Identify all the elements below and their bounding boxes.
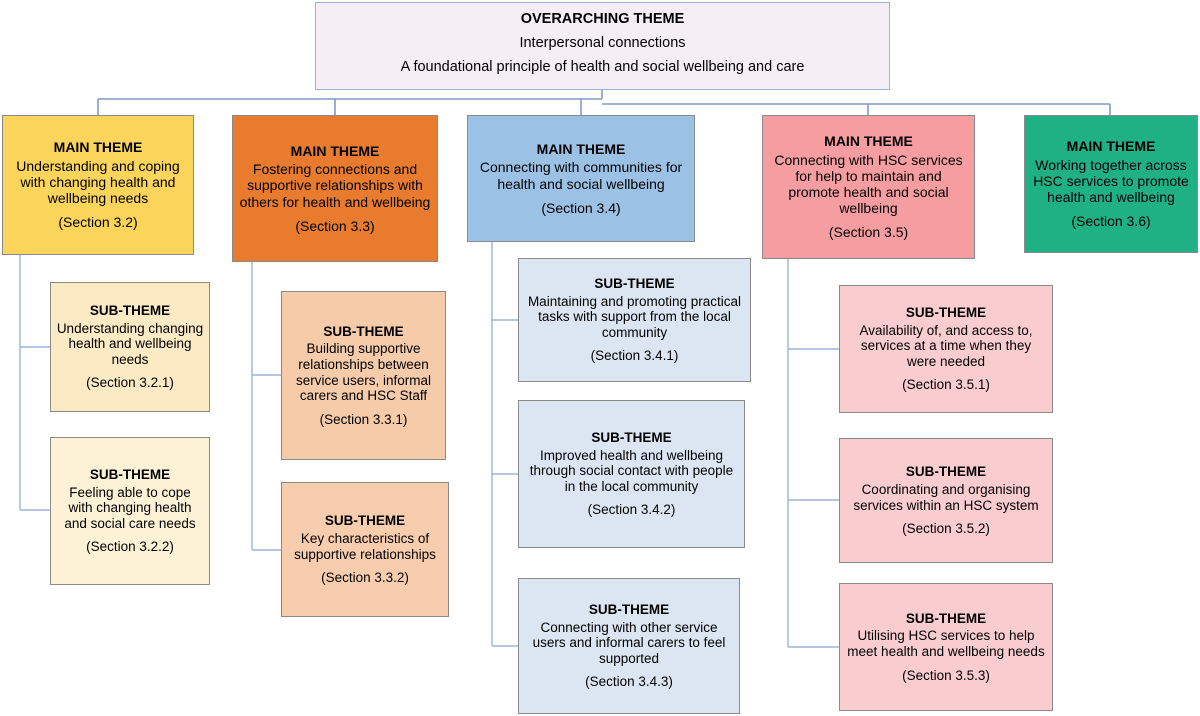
main-theme-box-1: MAIN THEME Understanding and coping with… xyxy=(2,115,194,255)
sub-theme-text-3-2-2: Feeling able to cope with changing healt… xyxy=(64,484,196,531)
sub-theme-box-3-3-1: SUB-THEME Building supportive relationsh… xyxy=(281,291,446,460)
sub-theme-header-3-2-2: SUB-THEME xyxy=(89,466,171,482)
sub-theme-header-3-5-3: SUB-THEME xyxy=(905,610,987,626)
main-theme-box-4: MAIN THEME Connecting with HSC services … xyxy=(762,115,975,259)
sub-theme-box-3-3-2: SUB-THEME Key characteristics of support… xyxy=(281,482,449,617)
sub-theme-section-3-4-1: (Section 3.4.1) xyxy=(590,348,679,364)
main-theme-section-2: (Section 3.3) xyxy=(295,217,375,234)
main-theme-text-2: Fostering connections and supportive rel… xyxy=(239,161,431,210)
sub-theme-section-3-2-2: (Section 3.2.2) xyxy=(86,539,174,555)
sub-theme-text-3-4-2: Improved health and wellbeing through so… xyxy=(529,447,734,494)
main-theme-text-5: Working together across HSC services to … xyxy=(1033,156,1189,206)
sub-theme-section-3-3-1: (Section 3.3.1) xyxy=(319,411,408,427)
sub-theme-box-3-5-3: SUB-THEME Utilising HSC services to help… xyxy=(839,583,1053,711)
sub-theme-header-3-5-2: SUB-THEME xyxy=(905,464,987,480)
main-theme-header-5: MAIN THEME xyxy=(1066,138,1156,155)
main-theme-section-3: (Section 3.4) xyxy=(541,199,621,216)
sub-theme-box-3-4-2: SUB-THEME Improved health and wellbeing … xyxy=(518,400,745,548)
main-theme-header-1: MAIN THEME xyxy=(53,139,143,156)
sub-theme-text-3-3-1: Building supportive relationships betwee… xyxy=(295,341,432,404)
main-theme-text-1: Understanding and coping with changing h… xyxy=(16,157,180,207)
main-theme-header-2: MAIN THEME xyxy=(290,142,380,159)
main-theme-section-5: (Section 3.6) xyxy=(1071,213,1151,230)
sub-theme-section-3-2-1: (Section 3.2.1) xyxy=(86,375,174,391)
sub-theme-box-3-2-2: SUB-THEME Feeling able to cope with chan… xyxy=(50,437,210,585)
main-theme-box-5: MAIN THEME Working together across HSC s… xyxy=(1024,115,1198,253)
sub-theme-section-3-5-1: (Section 3.5.1) xyxy=(902,377,990,393)
main-theme-section-1: (Section 3.2) xyxy=(58,214,138,231)
overarching-theme-box: OVERARCHING THEME Interpersonal connecti… xyxy=(315,2,890,90)
sub-theme-header-3-2-1: SUB-THEME xyxy=(89,302,171,318)
main-theme-header-3: MAIN THEME xyxy=(536,141,626,158)
main-theme-box-2: MAIN THEME Fostering connections and sup… xyxy=(232,115,438,262)
main-theme-text-4: Connecting with HSC services for help to… xyxy=(774,151,963,217)
sub-theme-section-3-3-2: (Section 3.3.2) xyxy=(321,570,409,586)
sub-theme-box-3-4-3: SUB-THEME Connecting with other service … xyxy=(518,578,740,714)
overarching-theme-line1: Interpersonal connections xyxy=(519,34,686,51)
sub-theme-header-3-5-1: SUB-THEME xyxy=(905,304,987,320)
sub-theme-text-3-5-2: Coordinating and organising services wit… xyxy=(853,481,1039,513)
main-theme-section-4: (Section 3.5) xyxy=(828,224,909,241)
sub-theme-header-3-3-2: SUB-THEME xyxy=(324,513,406,529)
sub-theme-section-3-4-2: (Section 3.4.2) xyxy=(587,502,676,518)
sub-theme-box-3-5-1: SUB-THEME Availability of, and access to… xyxy=(839,285,1053,413)
sub-theme-text-3-4-3: Connecting with other service users and … xyxy=(532,619,726,666)
main-theme-text-3: Connecting with communities for health a… xyxy=(479,159,683,192)
sub-theme-header-3-3-1: SUB-THEME xyxy=(323,323,404,339)
sub-theme-text-3-4-1: Maintaining and promoting practical task… xyxy=(527,293,742,340)
overarching-theme-line2: A foundational principle of health and s… xyxy=(400,58,805,75)
sub-theme-header-3-4-1: SUB-THEME xyxy=(594,275,675,291)
sub-theme-text-3-3-2: Key characteristics of supportive relati… xyxy=(294,530,436,562)
main-theme-header-4: MAIN THEME xyxy=(824,133,913,150)
sub-theme-box-3-5-2: SUB-THEME Coordinating and organising se… xyxy=(839,438,1053,563)
sub-theme-section-3-4-3: (Section 3.4.3) xyxy=(585,674,673,690)
sub-theme-text-3-5-3: Utilising HSC services to help meet heal… xyxy=(847,628,1045,659)
sub-theme-section-3-5-3: (Section 3.5.3) xyxy=(902,667,990,683)
sub-theme-header-3-4-2: SUB-THEME xyxy=(591,429,672,445)
sub-theme-header-3-4-3: SUB-THEME xyxy=(588,601,670,617)
sub-theme-text-3-2-1: Understanding changing health and wellbe… xyxy=(56,320,204,367)
overarching-theme-header: OVERARCHING THEME xyxy=(520,11,685,27)
sub-theme-text-3-5-1: Availability of, and access to, services… xyxy=(859,322,1033,369)
sub-theme-section-3-5-2: (Section 3.5.2) xyxy=(902,521,990,537)
main-theme-box-3: MAIN THEME Connecting with communities f… xyxy=(467,115,695,242)
sub-theme-box-3-2-1: SUB-THEME Understanding changing health … xyxy=(50,282,210,412)
sub-theme-box-3-4-1: SUB-THEME Maintaining and promoting prac… xyxy=(518,258,751,382)
